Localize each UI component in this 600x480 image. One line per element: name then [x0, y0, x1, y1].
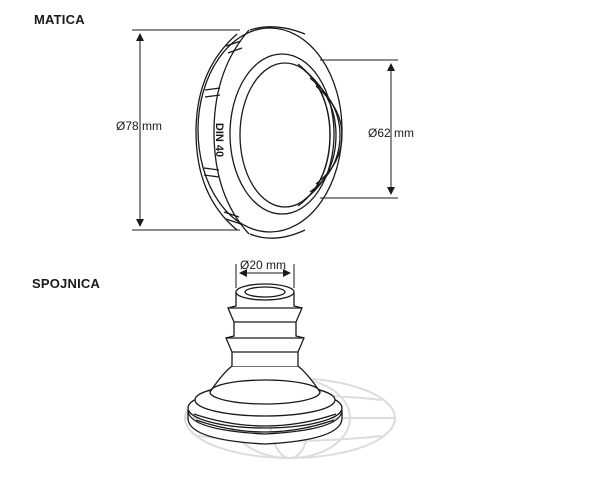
- dimension-hose-diameter: [235, 264, 295, 288]
- connector-drawing: [187, 283, 343, 445]
- section-title-nut: MATICA: [34, 12, 85, 27]
- nut-drawing: [195, 26, 343, 239]
- section-title-connector: SPOJNICA: [32, 276, 101, 291]
- dimension-outer-diameter: [132, 29, 240, 231]
- inner-diameter-label: Ø62 mm: [368, 126, 415, 140]
- nut-marking: DIN 40: [213, 123, 225, 157]
- outer-diameter-label: Ø78 mm: [116, 119, 163, 133]
- dimension-inner-diameter: [320, 59, 398, 199]
- hose-diameter-label: Ø20 mm: [240, 258, 287, 272]
